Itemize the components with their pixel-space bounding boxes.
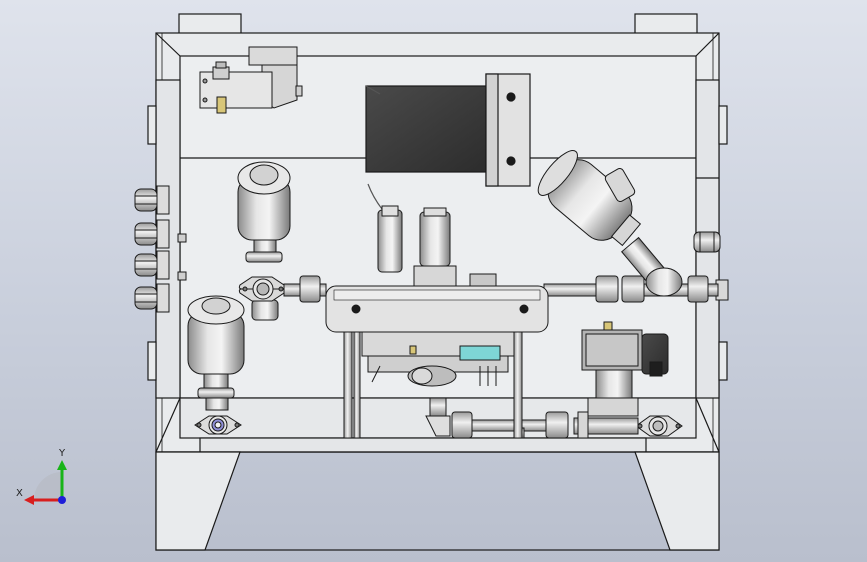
cable-glands	[134, 185, 187, 313]
angle-seat-valve	[537, 150, 683, 297]
hinge-right-top	[718, 105, 728, 145]
hinge-left-top	[147, 105, 157, 145]
pipe-lower-horizontal	[465, 419, 553, 432]
flange-port-left-lower	[194, 415, 242, 435]
hinge-right-bottom	[718, 341, 728, 381]
triad-y-label: Y	[58, 448, 66, 459]
manifold-support-right	[513, 331, 523, 439]
leg-left	[155, 451, 241, 551]
cable-gland-1	[134, 185, 170, 215]
cable-gland-3	[134, 250, 170, 280]
coordinate-triad: X Y	[16, 448, 67, 505]
solenoid-valve	[581, 321, 669, 417]
control-box	[365, 73, 531, 187]
lifting-lug-left	[178, 13, 242, 35]
top-solenoid-block	[199, 46, 303, 114]
manifold-assembly	[325, 183, 549, 439]
triad-z-axis	[58, 496, 66, 504]
flange-port-right	[635, 415, 683, 437]
cable-gland-4	[134, 283, 170, 313]
manifold-support-left	[343, 331, 353, 439]
cable-gland-2	[134, 219, 170, 249]
triad-x-label: X	[16, 488, 23, 499]
base-frame	[155, 451, 720, 551]
lifting-lug-right	[634, 13, 698, 35]
pneumatic-valve-upper	[237, 161, 291, 321]
pneumatic-valve-lower	[187, 295, 245, 411]
leg-right	[634, 451, 720, 551]
hinge-left-bottom	[147, 341, 157, 381]
right-side-fittings	[693, 231, 729, 301]
flange-port-left-upper	[238, 276, 286, 302]
